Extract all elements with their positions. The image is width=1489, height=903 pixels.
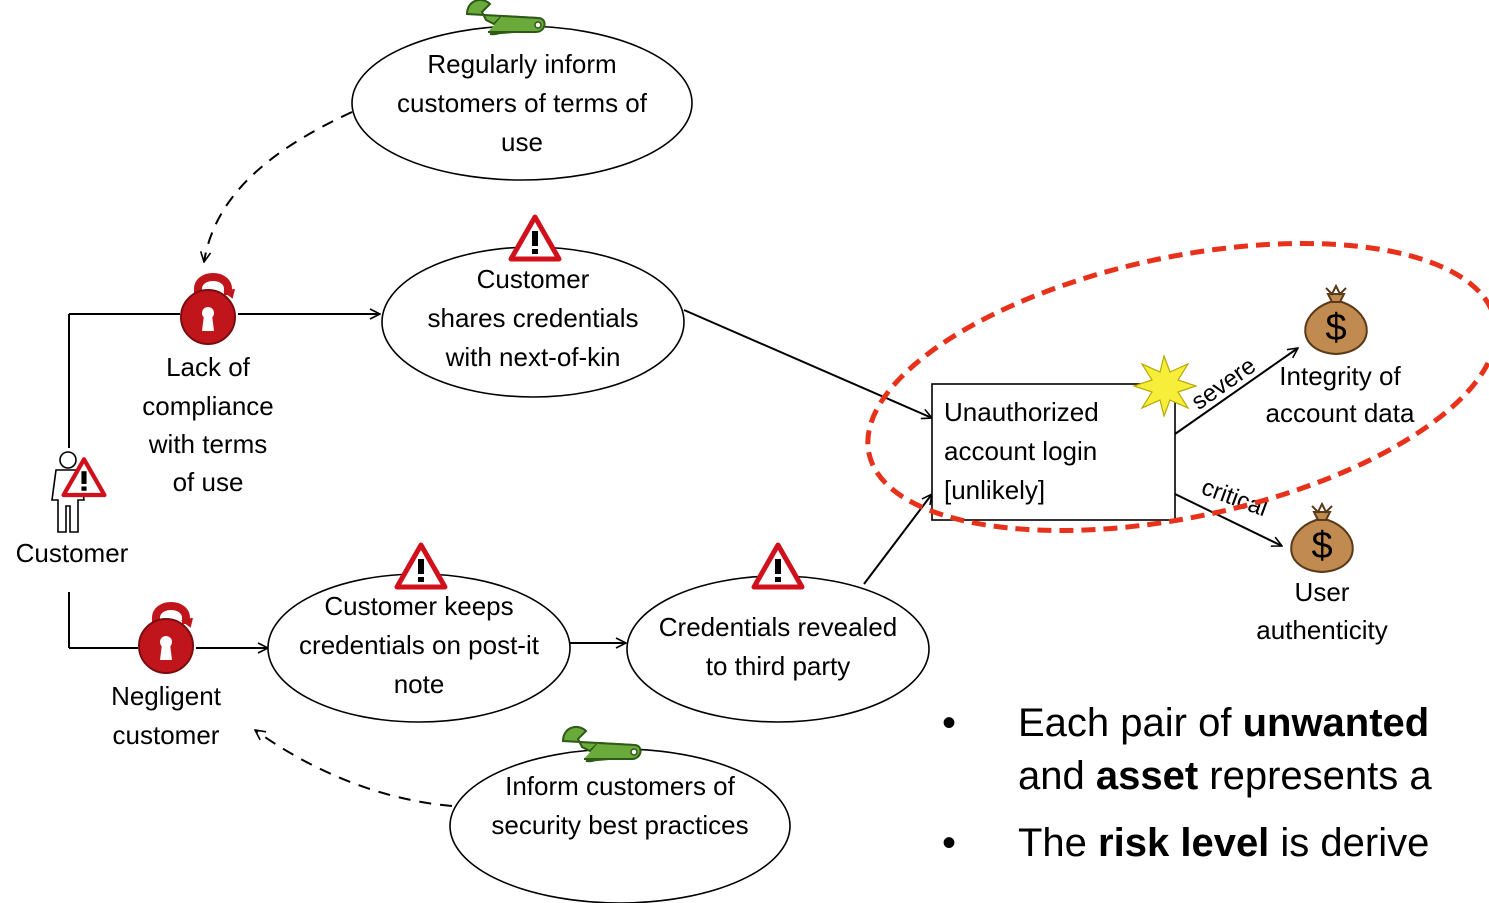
treats-arrow-top <box>204 111 353 262</box>
edge-label-critical: critical <box>1198 474 1271 523</box>
negligent-line-2: customer <box>113 720 220 750</box>
incident-line-3: [unlikely] <box>944 475 1045 505</box>
vulnerability-lack-of-compliance: Lack of compliance with terms of use <box>142 277 274 497</box>
treatment-bottom-line-1: Inform customers of <box>505 771 736 801</box>
threat-scenario-credentials-revealed: Credentials revealed to third party <box>626 545 930 723</box>
bullet-marker-2: • <box>942 821 956 865</box>
bullet-line-2: and asset represents a <box>1018 754 1432 798</box>
bullet-line-3: The risk level is derive <box>1018 821 1429 865</box>
revealed-line-1: Credentials revealed <box>659 612 897 642</box>
risk-highlight-ellipse <box>865 240 1489 534</box>
arrow-share-to-incident <box>683 309 932 418</box>
postit-line-1: Customer keeps <box>324 591 513 621</box>
connectors <box>68 111 1298 807</box>
authenticity-line-2: authenticity <box>1256 615 1388 645</box>
compliance-line-1: Lack of <box>166 352 251 382</box>
threat-customer: Customer <box>16 451 129 568</box>
bullet-marker-1: • <box>942 701 956 745</box>
share-line-3: with next-of-kin <box>445 342 621 372</box>
share-line-1: Customer <box>477 264 590 294</box>
bullet-list: • Each pair of unwanted and asset repres… <box>942 701 1432 865</box>
treatment-top-line-2: customers of terms of <box>397 88 648 118</box>
arrow-incident-to-authenticity <box>1174 493 1282 546</box>
compliance-line-2: compliance <box>142 391 274 421</box>
treatment-inform-best-practices: Inform customers of security best practi… <box>449 725 791 903</box>
warning-triangle-icon <box>754 545 802 587</box>
incident-line-2: account login <box>944 436 1097 466</box>
customer-label: Customer <box>16 538 129 568</box>
treats-arrow-bottom <box>255 730 453 807</box>
revealed-line-2: to third party <box>706 651 851 681</box>
treatment-bottom-line-2: security best practices <box>491 810 748 840</box>
unwanted-incident: Unauthorized account login [unlikely] <box>931 353 1198 521</box>
warning-triangle-icon <box>397 545 445 587</box>
authenticity-line-1: User <box>1295 577 1350 607</box>
asset-user-authenticity: User authenticity <box>1256 503 1388 645</box>
edge-label-severe: severe <box>1186 352 1261 415</box>
postit-line-2: credentials on post-it <box>299 630 540 660</box>
compliance-line-3: with terms <box>148 429 267 459</box>
money-bag-icon <box>1304 285 1368 355</box>
open-padlock-icon <box>139 606 193 673</box>
treatment-regularly-inform: Regularly inform customers of terms of u… <box>351 0 693 181</box>
threat-scenario-post-it: Customer keeps credentials on post-it no… <box>267 545 571 723</box>
treatment-top-line-1: Regularly inform <box>427 49 616 79</box>
warning-triangle-icon <box>511 217 559 259</box>
bullet-line-1: Each pair of unwanted <box>1018 701 1429 745</box>
share-line-2: shares credentials <box>428 303 639 333</box>
incident-line-1: Unauthorized <box>944 397 1099 427</box>
threat-scenario-share-credentials: Customer shares credentials with next-of… <box>381 217 685 398</box>
starburst-icon <box>1132 353 1198 419</box>
vulnerability-negligent-customer: Negligent customer <box>111 606 222 750</box>
open-padlock-icon <box>181 277 235 344</box>
treatment-top-line-3: use <box>501 127 543 157</box>
integrity-line-2: account data <box>1266 398 1415 428</box>
postit-line-3: note <box>394 669 445 699</box>
compliance-line-4: of use <box>173 467 244 497</box>
integrity-line-1: Integrity of <box>1279 361 1401 391</box>
negligent-line-1: Negligent <box>111 681 222 711</box>
money-bag-icon <box>1290 503 1354 573</box>
asset-integrity-of-account-data: Integrity of account data <box>1266 285 1415 428</box>
arrow-incident-to-integrity <box>1174 348 1298 435</box>
